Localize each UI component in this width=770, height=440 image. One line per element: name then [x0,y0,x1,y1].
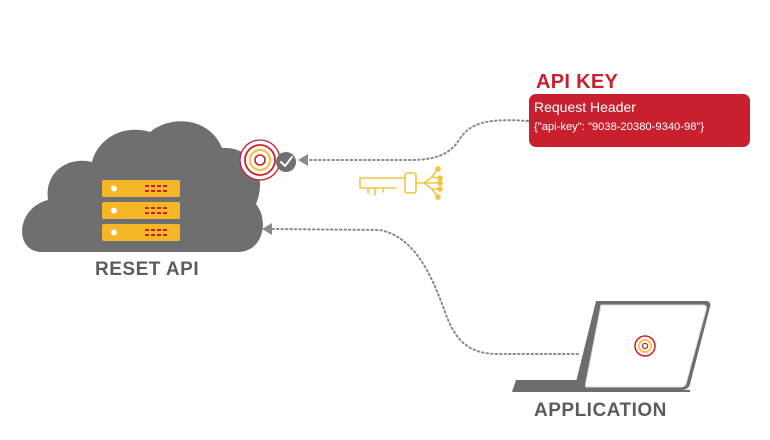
key-icon [359,166,443,200]
laptop-base [512,380,690,392]
application-caption: APPLICATION [534,400,667,421]
connector-app-to-cloud [271,228,579,355]
connector-apikey-to-verify [305,119,529,161]
request-header-label: Request Header [534,99,636,115]
api-key-title: API KEY [536,71,619,93]
server-caption: RESET API [95,259,200,280]
server-unit [102,224,180,241]
server-unit [102,180,180,197]
target-icon [634,335,656,357]
laptop-icon [512,301,711,392]
api-key-payload: {"api-key": "9038-20380-9340-98"} [534,121,705,133]
arrowhead [298,154,308,166]
target-check-icon [239,139,296,181]
cloud-server-icon [22,121,263,252]
request-header-box: Request Header {"api-key": "9038-20380-9… [529,94,750,147]
arrowhead [262,223,272,235]
server-unit [102,202,180,219]
